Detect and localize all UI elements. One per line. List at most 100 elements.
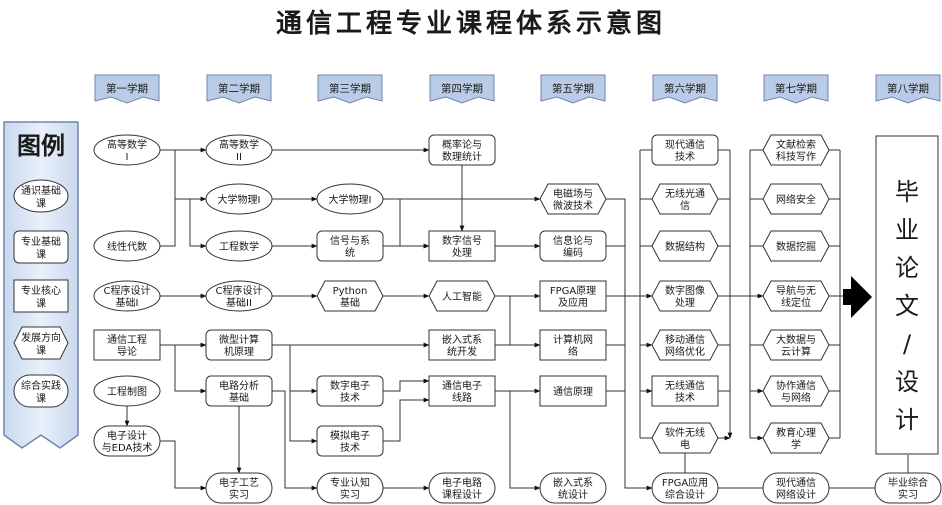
course-label: 课程设计 xyxy=(442,488,482,501)
course-label: 人工智能 xyxy=(442,290,482,303)
course-label: 数据结构 xyxy=(665,240,705,253)
course-label: 基础II xyxy=(226,296,252,309)
course-label: 技术 xyxy=(340,391,360,404)
semester-header-7: 第七学期 xyxy=(763,74,829,104)
legend-label: 发展方向 xyxy=(21,331,61,344)
course-label: 电路分析 xyxy=(219,379,259,392)
course-node-gcsx: 工程数学 xyxy=(205,230,273,262)
course-label: 统设计 xyxy=(558,488,588,501)
course-label: 嵌入式系 xyxy=(442,333,482,346)
course-label: 线定位 xyxy=(781,296,811,309)
course-label: 高等数学 xyxy=(107,138,147,151)
course-label: 教育心理 xyxy=(776,426,816,439)
course-label: 微波技术 xyxy=(553,199,593,212)
course-node-txyl: 通信原理 xyxy=(539,375,607,407)
course-label: 与网络 xyxy=(781,391,811,404)
course-label: 学 xyxy=(791,438,801,451)
course-node-sjjg: 数据结构 xyxy=(651,230,719,262)
course-label: 数据挖掘 xyxy=(776,240,816,253)
course-label: 电 xyxy=(680,438,690,451)
semester-header-2: 第二学期 xyxy=(206,74,272,104)
course-label: 现代通信 xyxy=(665,139,705,151)
course-label: 网络优化 xyxy=(665,345,705,358)
course-node-dxwl1: 大学物理I xyxy=(205,183,273,215)
course-label: II xyxy=(236,152,242,163)
course-label: 嵌入式系 xyxy=(553,476,593,489)
course-label: 及应用 xyxy=(558,296,588,309)
course-label: 通信原理 xyxy=(553,386,593,398)
legend-label: 综合实践 xyxy=(21,379,61,392)
semester-header-5: 第五学期 xyxy=(540,74,606,104)
course-label: 数理统计 xyxy=(442,150,482,163)
course-label: 大学物理I xyxy=(218,193,261,206)
course-label: 处理 xyxy=(452,247,472,259)
course-label: 电磁场与 xyxy=(553,187,593,200)
semester-header-3: 第三学期 xyxy=(317,74,383,104)
big-arrow-icon xyxy=(843,276,872,318)
course-label: 文献检索 xyxy=(776,138,816,151)
course-label: 科技写作 xyxy=(776,150,816,163)
legend-label-line2: 课 xyxy=(36,345,46,357)
course-label: 综合设计 xyxy=(665,488,705,501)
course-label: FPGA应用 xyxy=(662,476,708,489)
semester-header-1: 第一学期 xyxy=(94,74,160,104)
course-label: 数字信号 xyxy=(442,234,482,247)
course-label: 现代通信 xyxy=(776,477,816,489)
course-label: 模拟电子 xyxy=(330,429,370,442)
thesis-char: 业 xyxy=(895,216,919,244)
course-label: 信号与系 xyxy=(330,235,370,247)
course-label: 技术 xyxy=(675,150,695,163)
course-label: 专业认知 xyxy=(330,476,370,489)
course-label: 网络安全 xyxy=(776,193,816,206)
course-label: 网络设计 xyxy=(776,488,816,501)
course-label: 处理 xyxy=(675,297,695,309)
course-label: I xyxy=(126,152,129,163)
course-label: FPGA原理 xyxy=(550,285,596,297)
course-label: 实习 xyxy=(340,488,360,501)
course-label: C程序设计 xyxy=(216,284,263,297)
course-label: 工程制图 xyxy=(107,385,147,398)
course-label: 移动通信 xyxy=(665,333,705,346)
legend-label-line2: 课 xyxy=(36,198,46,210)
course-label: 电子设计 xyxy=(107,429,147,442)
course-label: 协作通信 xyxy=(776,379,816,392)
course-label: 云计算 xyxy=(781,345,811,358)
semester-header-4: 第四学期 xyxy=(429,74,495,104)
course-label: 实习 xyxy=(229,488,249,501)
course-label: 线性代数 xyxy=(107,240,147,253)
legend-title: 图例 xyxy=(17,132,65,160)
semester-label: 第五学期 xyxy=(552,82,594,95)
course-label: 大数据与 xyxy=(776,333,816,346)
legend-label: 专业核心 xyxy=(21,284,61,297)
course-node-gczt: 工程制图 xyxy=(93,375,161,407)
legend-label: 通识基础 xyxy=(21,184,61,197)
course-label: 电子工艺 xyxy=(219,476,259,489)
thesis-char: 设 xyxy=(895,368,919,396)
semester-label: 第六学期 xyxy=(664,82,706,95)
